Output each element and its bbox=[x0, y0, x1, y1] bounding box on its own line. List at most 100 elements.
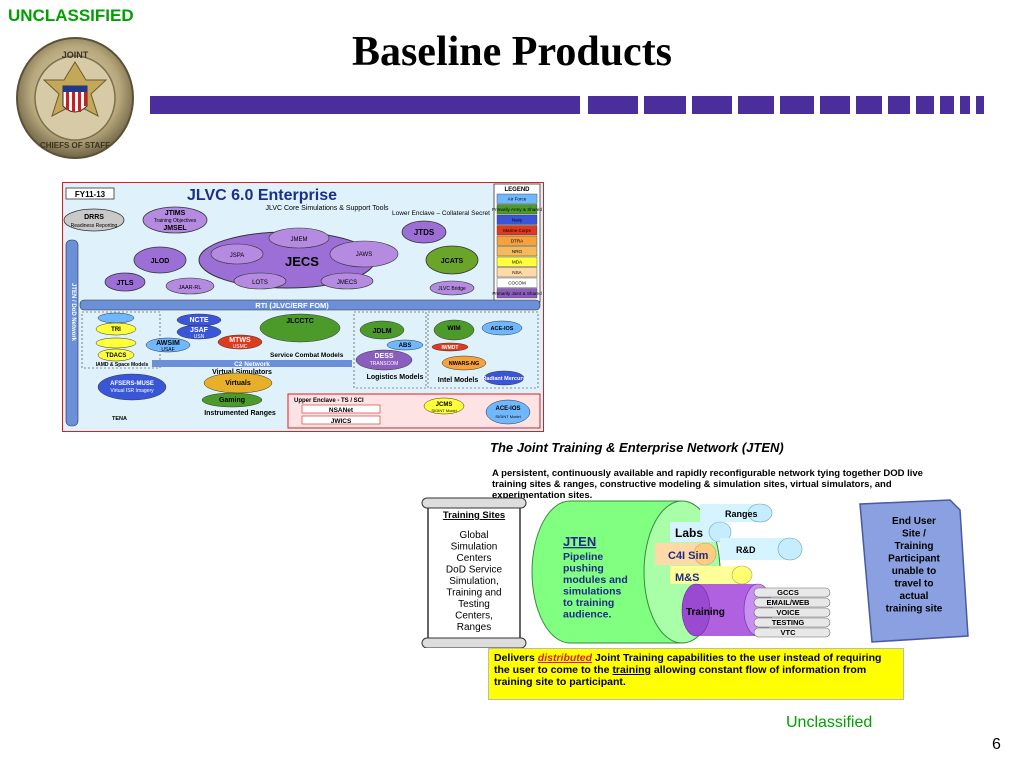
legend-swatch bbox=[496, 193, 538, 204]
delivers-distributed: distributed bbox=[537, 652, 593, 664]
legend-swatch bbox=[496, 214, 538, 225]
jtims-sub: Training Objectives bbox=[154, 218, 197, 224]
legend-swatch bbox=[496, 267, 538, 278]
jlvc-title: JLVC 6.0 Enterprise bbox=[187, 187, 337, 204]
tdacs: TDACS bbox=[106, 353, 127, 359]
jten-network-diagram: Training Sites GlobalSimulationCentersDo… bbox=[421, 497, 969, 648]
seal-text-bottom: CHIEFS OF STAFF bbox=[40, 141, 110, 150]
jten-title: The Joint Training & Enterprise Network … bbox=[490, 440, 784, 455]
output-label: EMAIL/WEB bbox=[767, 598, 810, 607]
intel-models: Intel Models bbox=[438, 377, 479, 384]
module-c4i: C4I Sim bbox=[668, 550, 709, 562]
output-label: GCCS bbox=[777, 588, 799, 597]
delivers-training: training bbox=[612, 664, 651, 676]
mtws-sub: USMC bbox=[233, 344, 248, 350]
jmsel: JMSEL bbox=[163, 225, 187, 232]
module-ms: M&S bbox=[675, 572, 699, 584]
output-pipe bbox=[753, 597, 831, 608]
page-title: Baseline Products bbox=[351, 29, 673, 75]
training-sites-line: DoD Service bbox=[446, 565, 503, 576]
jsaf-sub: USN bbox=[194, 334, 205, 340]
ace-ios-bottom: ACE-IOS bbox=[495, 406, 520, 412]
dess: DESS bbox=[374, 353, 393, 360]
pipe-line: to training bbox=[563, 597, 614, 609]
ncte: NCTE bbox=[189, 317, 208, 324]
drrs-sub: Readiness Reporting bbox=[71, 223, 118, 229]
training-sites-line: Simulation, bbox=[449, 576, 498, 587]
jmem: JMEM bbox=[291, 237, 308, 243]
legend-item: DTRA bbox=[511, 239, 524, 244]
jten-vertical: JTEN / DoD Network bbox=[70, 283, 76, 342]
output-pipe bbox=[753, 607, 831, 618]
delivers-text-2: Joint Training capabilities to the user … bbox=[494, 652, 882, 676]
end-user-line: training site bbox=[886, 604, 943, 615]
end-user-line: Training bbox=[895, 541, 934, 552]
c2-network: C2 Network bbox=[234, 361, 270, 368]
gaming: Gaming bbox=[219, 397, 245, 404]
jlod: JLOD bbox=[151, 258, 170, 265]
jten-description: A persistent, continuously available and… bbox=[492, 468, 923, 501]
jtls: JTLS bbox=[116, 280, 133, 287]
jaws: JAWS bbox=[356, 252, 372, 258]
pipe-line: Pipeline bbox=[563, 551, 603, 563]
seal-text-top: JOINT bbox=[62, 50, 89, 60]
pipe-line: pushing bbox=[563, 563, 604, 575]
output-label: VOICE bbox=[776, 608, 799, 617]
virtuals: Virtuals bbox=[225, 380, 251, 387]
wim: WIM bbox=[447, 325, 460, 332]
instrumented-ranges: Instrumented Ranges bbox=[204, 410, 276, 417]
lots: LOTS bbox=[252, 280, 268, 286]
ace-ios-bottom-sub: SIGINT Model bbox=[495, 414, 520, 419]
jlcctc: JLCCTC bbox=[286, 318, 314, 325]
dess-sub: TRANSCOM bbox=[370, 361, 399, 367]
legend-swatch bbox=[496, 204, 538, 215]
tena: TENA bbox=[112, 416, 127, 422]
jcats: JCATS bbox=[441, 258, 464, 265]
afsers-muse: AFSERS-MUSE bbox=[110, 381, 154, 387]
legend-title: LEGEND bbox=[504, 187, 530, 193]
end-user-line: Participant bbox=[888, 554, 940, 565]
virtual-simulators: Virtual Simulators bbox=[212, 369, 272, 376]
jcms: JCMS bbox=[436, 402, 453, 408]
training-sites-line: Centers, bbox=[455, 611, 493, 622]
training-sites-line: Simulation bbox=[451, 542, 498, 553]
fy-label: FY11-13 bbox=[75, 190, 106, 199]
training-sites-line: Ranges bbox=[457, 622, 491, 633]
iamd: IAMD & Space Models bbox=[96, 362, 149, 368]
iwmdt: IWMDT bbox=[442, 345, 459, 351]
legend-swatch bbox=[496, 288, 538, 299]
jsaf: JSAF bbox=[190, 327, 209, 334]
awsim: AWSIM bbox=[156, 340, 180, 347]
legend-swatch bbox=[496, 235, 538, 246]
legend-item: MDA bbox=[512, 260, 523, 265]
module-ranges: Ranges bbox=[725, 509, 758, 519]
jlvc-enterprise-diagram: FY11-13 JLVC 6.0 Enterprise LEGEND Air F… bbox=[62, 182, 544, 432]
legend-item: Marine Corps bbox=[503, 228, 531, 233]
service-models: Service Combat Models bbox=[270, 352, 344, 359]
end-user-line: actual bbox=[900, 591, 929, 602]
pipe-line: modules and bbox=[563, 574, 628, 586]
training-sites-heading: Training Sites bbox=[443, 510, 505, 521]
delivers-box: Delivers distributed Joint Training capa… bbox=[488, 648, 904, 700]
training-sites-line: Centers bbox=[456, 553, 491, 564]
mtws: MTWS bbox=[229, 337, 251, 344]
nsanet: NSANet bbox=[329, 407, 354, 414]
module-labs: Labs bbox=[675, 526, 703, 540]
legend-item: Air Force bbox=[508, 197, 527, 202]
ace-ios-top: ACE-IOS bbox=[491, 326, 514, 332]
pipe-line: simulations bbox=[563, 586, 622, 598]
nwars-ng: NWARS-NG bbox=[449, 361, 480, 367]
jtims: JTIMS bbox=[165, 210, 186, 217]
end-user-line: End User bbox=[892, 516, 936, 527]
output-pipe bbox=[753, 617, 831, 628]
jtds: JTDS bbox=[414, 228, 435, 237]
training-sites-line: Training and bbox=[446, 588, 501, 599]
joint-chiefs-seal-icon: JOINT CHIEFS OF STAFF bbox=[16, 37, 134, 159]
legend-item: Primarily Army & Shared bbox=[492, 207, 542, 212]
jecs: JECS bbox=[285, 254, 319, 269]
pipe-title: JTEN bbox=[563, 534, 596, 549]
output-label: VTC bbox=[781, 628, 797, 637]
jcms-sub: SIGINT Model bbox=[431, 408, 456, 413]
page-number: 6 bbox=[992, 736, 1001, 753]
training-label: Training bbox=[686, 607, 725, 618]
